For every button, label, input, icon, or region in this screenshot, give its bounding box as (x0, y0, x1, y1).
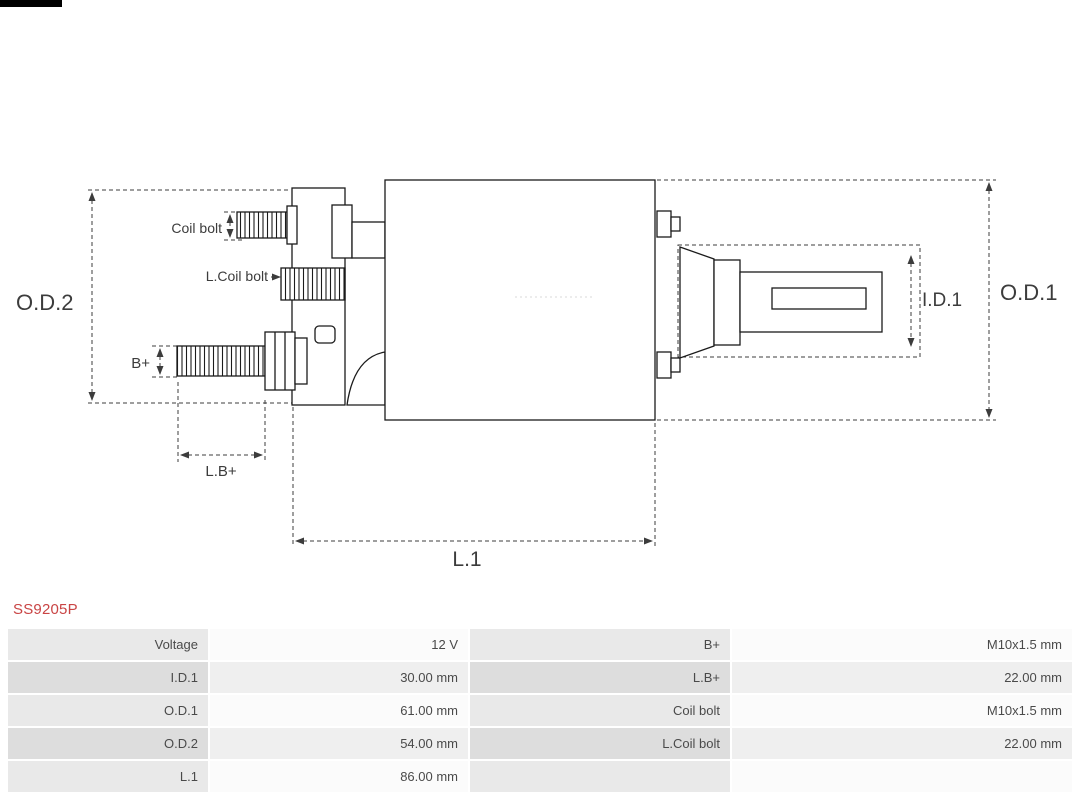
spec-label: O.D.1 (8, 695, 208, 726)
right-tab-bottom-tip (670, 357, 681, 373)
spec-value: M10x1.5 mm (730, 629, 1072, 660)
solenoid-diagram: Coil bolt L.Coil bolt O.D.2 B+ L.B+ I.D.… (16, 179, 1057, 571)
b-plus-nut (264, 331, 296, 391)
dimension-lines (88, 179, 996, 547)
id1-label: I.D.1 (922, 290, 962, 311)
l-coil-bolt-label: L.Coil bolt (206, 268, 268, 284)
b-plus-washer (294, 337, 308, 385)
od1-label: O.D.1 (1000, 280, 1057, 305)
spec-value (730, 761, 1072, 792)
l-b-plus-label: L.B+ (205, 463, 237, 480)
b-plus-label: B+ (131, 355, 150, 372)
table-row: L.1 86.00 mm (8, 761, 1072, 792)
spec-label: L.1 (8, 761, 208, 792)
dimension-labels: Coil bolt L.Coil bolt O.D.2 B+ L.B+ I.D.… (16, 220, 1057, 571)
spec-table: Voltage 12 V B+ M10x1.5 mm I.D.1 30.00 m… (8, 627, 1072, 794)
plunger-slot (771, 287, 867, 310)
flange-arc-piece (346, 351, 386, 406)
table-row: O.D.2 54.00 mm L.Coil bolt 22.00 mm (8, 728, 1072, 759)
flange-step-block2 (351, 221, 386, 259)
flange-step-block (331, 204, 353, 259)
logo-bar (0, 0, 62, 7)
spec-value: 12 V (208, 629, 468, 660)
spec-value: 30.00 mm (208, 662, 468, 693)
l-coil-bolt-threads (280, 267, 346, 301)
plunger-cone (679, 246, 715, 359)
spec-label: O.D.2 (8, 728, 208, 759)
spec-value: 54.00 mm (208, 728, 468, 759)
part-number: SS9205P (13, 601, 78, 618)
right-tab-bottom (656, 351, 672, 379)
coil-bolt-label: Coil bolt (171, 220, 222, 236)
solenoid-drawing: Coil bolt L.Coil bolt O.D.2 B+ L.B+ I.D.… (16, 179, 1057, 571)
spec-value: M10x1.5 mm (730, 695, 1072, 726)
coil-bolt-stud (236, 211, 288, 239)
solenoid-part (176, 179, 883, 421)
plunger-cylinder (713, 259, 741, 346)
spec-value: 86.00 mm (208, 761, 468, 792)
spec-label (468, 761, 730, 792)
table-row: I.D.1 30.00 mm L.B+ 22.00 mm (8, 662, 1072, 693)
spec-value: 22.00 mm (730, 662, 1072, 693)
right-tab-top-tip (670, 216, 681, 232)
right-tab-top (656, 210, 672, 238)
table-row: Voltage 12 V B+ M10x1.5 mm (8, 629, 1072, 660)
table-row: O.D.1 61.00 mm Coil bolt M10x1.5 mm (8, 695, 1072, 726)
solenoid-body (384, 179, 656, 421)
b-plus-stud (176, 345, 266, 377)
b-plus-spacer (314, 325, 336, 344)
spec-label: L.B+ (468, 662, 730, 693)
l1-label: L.1 (452, 548, 481, 571)
spec-label: L.Coil bolt (468, 728, 730, 759)
spec-label: B+ (468, 629, 730, 660)
coil-bolt-collar (286, 205, 298, 245)
id1-guide-box (677, 244, 921, 358)
spec-value: 22.00 mm (730, 728, 1072, 759)
spec-value: 61.00 mm (208, 695, 468, 726)
spec-label: Voltage (8, 629, 208, 660)
od2-label: O.D.2 (16, 290, 73, 315)
spec-label: Coil bolt (468, 695, 730, 726)
spec-label: I.D.1 (8, 662, 208, 693)
